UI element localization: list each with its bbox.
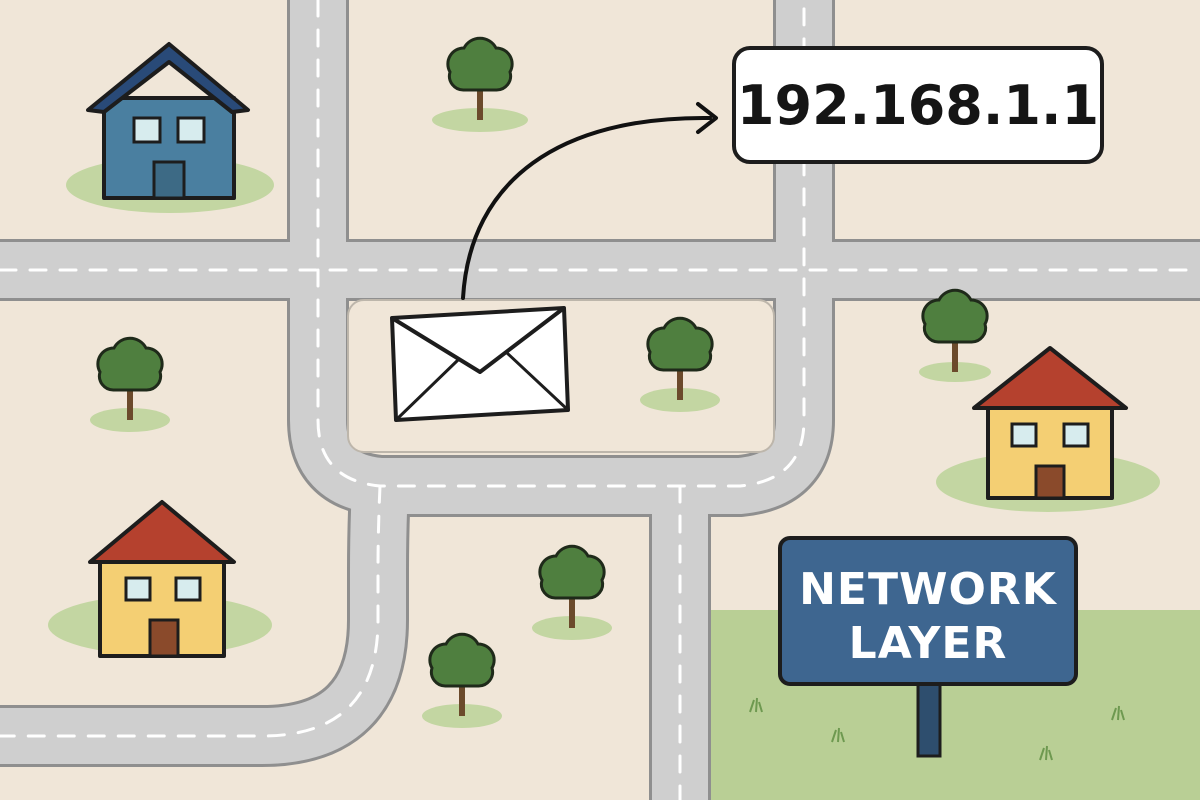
sign-line-1: NETWORK (799, 564, 1058, 615)
arrow-icon (461, 102, 718, 300)
tree-icon (640, 316, 720, 412)
ip-address-text: 192.168.1.1 (737, 74, 1099, 137)
sign-line-2: LAYER (849, 618, 1008, 669)
envelope-icon (390, 306, 570, 422)
ip-address-label: 192.168.1.1 (732, 46, 1104, 164)
tree-icon (919, 288, 991, 382)
tree-icon (422, 632, 502, 728)
grass-tufts (749, 697, 1125, 761)
tree-icon (432, 36, 528, 132)
house-icon (48, 500, 272, 658)
tree-icon (90, 336, 170, 432)
house-icon (936, 346, 1160, 512)
tree-icon (532, 544, 612, 640)
house-icon (66, 42, 274, 213)
signpost-icon: NETWORK LAYER (778, 536, 1078, 758)
